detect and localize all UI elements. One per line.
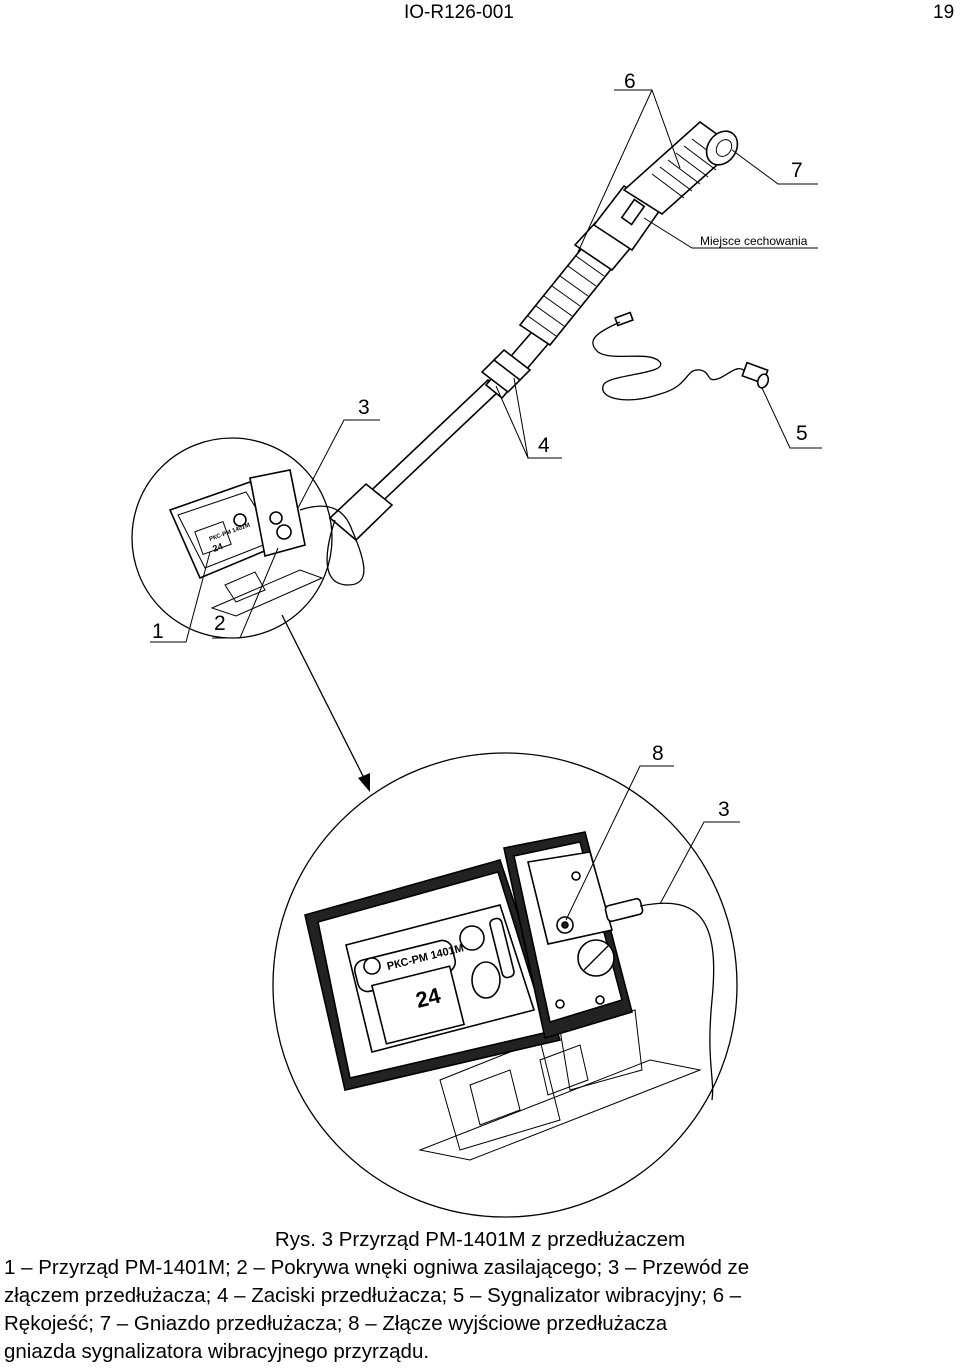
caption-line: gniazda sygnalizatora wibracyjnego przyr…	[4, 1340, 430, 1363]
extension-rod	[328, 120, 739, 542]
zoom-arrow	[281, 614, 370, 792]
document-id: IO-R126-001	[404, 2, 514, 23]
cable-connector	[604, 897, 715, 1101]
figure-caption: Rys. 3 Przyrząd PM-1401M z przedłużaczem…	[4, 1226, 956, 1366]
seal-location-label: Miejsce cechowania	[700, 234, 808, 248]
caption-body: 1 – Przyrząd PM-1401M; 2 – Pokrywa wnęki…	[4, 1254, 956, 1366]
callout-7: 7	[791, 159, 803, 182]
callout-lines	[150, 89, 822, 921]
extension-cable-upper	[299, 505, 365, 586]
callout-4: 4	[538, 434, 550, 457]
zoomed-detail: РКС-РМ 1401М 24	[272, 752, 738, 1218]
callout-6: 6	[624, 70, 636, 93]
device-display	[370, 965, 466, 1045]
callout-3-bottom: 3	[718, 798, 730, 821]
end-socket	[705, 130, 739, 166]
caption-line: 1 – Przyrząd PM-1401M; 2 – Pokrywa wnęki…	[4, 1256, 750, 1279]
page-number: 19	[933, 2, 955, 23]
callout-3-top: 3	[358, 396, 370, 419]
light-button	[459, 925, 485, 951]
callout-1: 1	[152, 620, 164, 643]
small-device-display: 24	[211, 541, 224, 554]
technical-drawing: РКС-РМ 1401М 24 РКС-РМ	[131, 70, 822, 1218]
caption-line: Rękojeść; 7 – Gniazdo przedłużacza; 8 – …	[4, 1312, 668, 1335]
caption-line: złączem przedłużacza; 4 – Zaciski przedł…	[4, 1284, 742, 1307]
overview-detail: РКС-РМ 1401М 24	[131, 437, 333, 639]
callout-8: 8	[652, 742, 664, 765]
callout-labels: 6 7 Miejsce cechowania 3 4 5 1 2 8 3	[152, 70, 808, 821]
vibration-signaller	[592, 311, 770, 401]
clamp-lower	[492, 348, 532, 382]
seal-window	[620, 198, 646, 226]
mode-button	[471, 961, 501, 999]
caption-title: Rys. 3 Przyrząd PM-1401M z przedłużaczem	[274, 1228, 686, 1251]
callout-2: 2	[214, 612, 226, 635]
sleeve-ribs	[527, 255, 605, 337]
callout-5: 5	[796, 422, 808, 445]
